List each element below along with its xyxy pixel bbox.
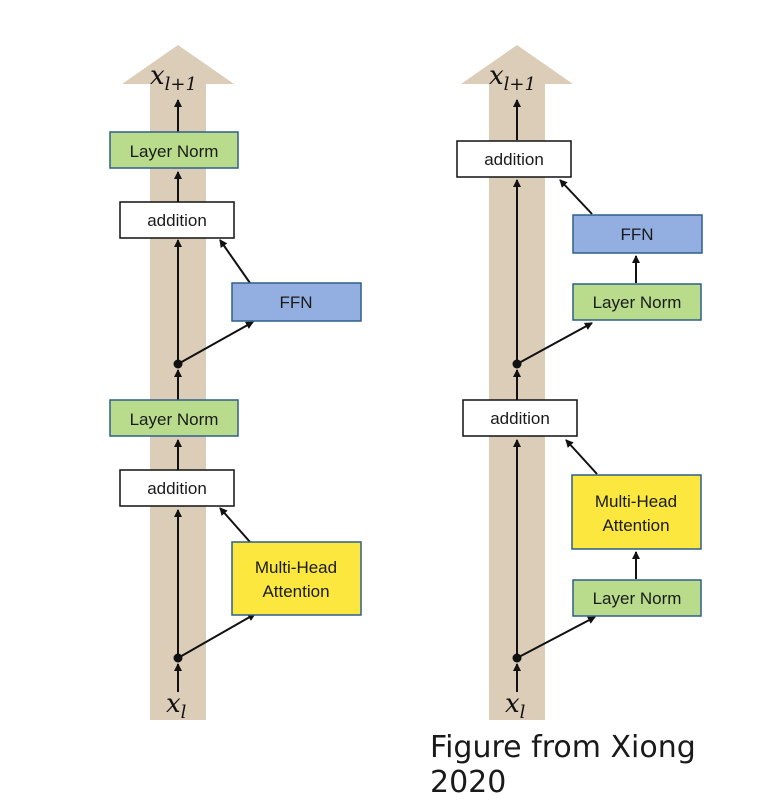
layer-norm-label: Layer Norm: [593, 589, 682, 608]
branch-arrow: [177, 613, 256, 659]
addition-box: [119, 201, 235, 239]
multi-head-attention-box: [571, 474, 702, 550]
layer-norm-box: [572, 579, 702, 617]
layer-norm-box: [109, 131, 239, 169]
layer-norm-label: Layer Norm: [130, 410, 219, 429]
attention-label-line1: Multi-Head: [255, 558, 337, 577]
addition-label: addition: [147, 211, 207, 230]
multi-head-attention-box: [231, 541, 362, 616]
layer-norm-box: [572, 283, 702, 321]
pre-ln-diagram: addition FFN Layer Norm addition Multi-H…: [456, 45, 703, 723]
layer-norm-box: [109, 399, 239, 437]
junction-dot: [512, 359, 522, 369]
addition-label: addition: [484, 150, 544, 169]
post-ln-diagram: Layer Norm addition FFN Layer Norm addit…: [109, 45, 362, 723]
branch-arrow: [219, 507, 251, 543]
branch-arrow: [177, 321, 254, 365]
ffn-box: [572, 214, 703, 254]
layer-norm-label: Layer Norm: [130, 142, 219, 161]
attention-label-line2: Attention: [602, 516, 669, 535]
figure-caption: Figure from Xiong 2020: [430, 730, 696, 800]
layer-norm-label: Layer Norm: [593, 293, 682, 312]
branch-arrow: [516, 322, 593, 365]
attention-label-line1: Multi-Head: [595, 492, 677, 511]
ffn-label: FFN: [620, 225, 653, 244]
branch-arrow: [559, 179, 593, 215]
addition-label: addition: [147, 479, 207, 498]
addition-box: [119, 469, 235, 507]
junction-dot: [173, 359, 183, 369]
addition-box: [462, 399, 578, 437]
addition-label: addition: [490, 409, 550, 428]
branch-arrow: [516, 616, 596, 659]
branch-arrow: [565, 439, 598, 475]
ffn-box: [231, 282, 362, 322]
ffn-label: FFN: [279, 293, 312, 312]
attention-label-line2: Attention: [262, 582, 329, 601]
junction-dot: [512, 653, 522, 663]
addition-box: [456, 140, 572, 178]
branch-arrow: [219, 239, 251, 284]
junction-dot: [173, 653, 183, 663]
